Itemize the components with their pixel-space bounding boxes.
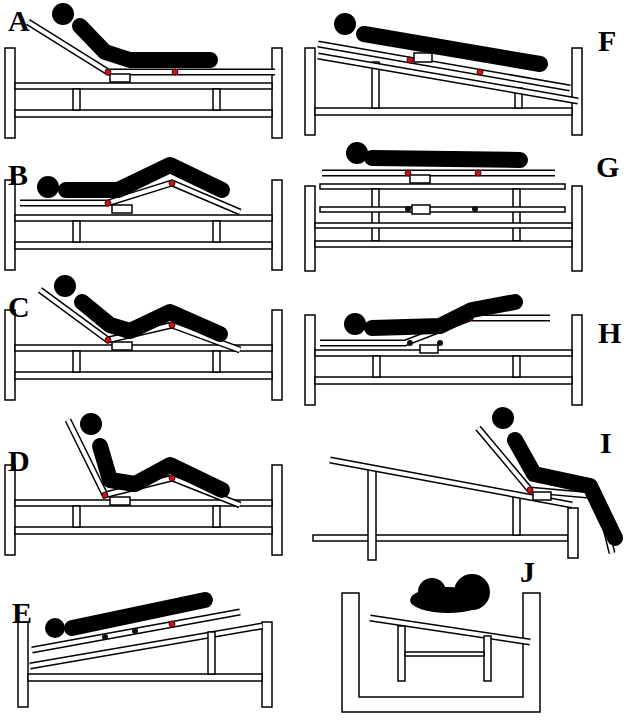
bed-e-part xyxy=(45,618,65,638)
bed-j-part xyxy=(454,574,490,610)
bed-b-part xyxy=(112,205,132,213)
bed-a-part xyxy=(172,69,178,75)
bed-g-part xyxy=(410,175,430,183)
bed-i-part xyxy=(533,492,551,500)
bed-j-part xyxy=(370,618,530,642)
bed-b-part xyxy=(169,180,175,186)
bed-f-part xyxy=(315,108,572,115)
bed-h-part xyxy=(372,302,515,328)
bed-d-part xyxy=(110,497,130,505)
panel-letter: I xyxy=(600,428,612,458)
bed-h-part xyxy=(407,340,413,346)
bed-g-part xyxy=(475,170,481,176)
bed-e-part xyxy=(28,674,262,681)
bed-j-part xyxy=(398,626,405,681)
bed-i xyxy=(313,407,615,560)
bed-j-part xyxy=(484,636,491,681)
bed-g-part xyxy=(572,186,582,271)
bed-j xyxy=(342,574,540,712)
bed-g-part xyxy=(322,170,555,177)
bed-f-part xyxy=(414,53,432,62)
bed-b-part xyxy=(37,176,59,198)
bed-f xyxy=(305,13,582,135)
bed-j-part xyxy=(370,618,530,642)
bed-e xyxy=(18,600,272,707)
bed-g-part xyxy=(320,184,565,189)
panel-letter: E xyxy=(12,598,32,628)
bed-a-part xyxy=(105,69,111,75)
bed-j-part xyxy=(418,578,446,606)
bed-e-part xyxy=(72,600,205,628)
bed-g-part xyxy=(412,205,430,214)
bed-i-part xyxy=(513,496,520,535)
panel-letter: C xyxy=(8,292,30,322)
panel-letter: J xyxy=(520,557,535,587)
bed-g-part xyxy=(315,223,572,228)
bed-i-part xyxy=(368,468,376,560)
bed-g-part xyxy=(472,206,478,212)
bed-c-part xyxy=(82,302,220,334)
bed-e-part xyxy=(262,622,272,707)
bed-a-part xyxy=(52,3,74,25)
bed-c-part xyxy=(40,290,240,350)
bed-d-part xyxy=(169,475,175,481)
bed-d-part xyxy=(100,446,222,490)
bed-g-part xyxy=(322,171,555,175)
bed-a-part xyxy=(110,74,130,82)
bed-f-part xyxy=(477,69,483,75)
bed-g-part xyxy=(372,189,379,241)
bed-a-part xyxy=(28,22,275,72)
bed-c-part xyxy=(112,342,132,350)
bed-g-part xyxy=(320,207,565,212)
bed-i-part xyxy=(492,407,514,429)
bed-f-part xyxy=(572,48,582,135)
bed-d xyxy=(5,413,282,555)
bed-c-part xyxy=(105,337,111,343)
panel-letter: D xyxy=(8,446,30,476)
bed-a xyxy=(5,3,282,138)
bed-h xyxy=(305,302,582,405)
bed-g-part xyxy=(405,206,411,212)
bed-d-part xyxy=(102,492,108,498)
bed-h-part xyxy=(437,340,443,346)
bed-f-part xyxy=(407,57,413,63)
bed-a-part xyxy=(80,26,210,60)
panel-letter: H xyxy=(598,318,621,348)
bed-b-part xyxy=(66,165,222,190)
bed-i-part xyxy=(568,508,578,558)
bed-f-part xyxy=(364,34,540,64)
bed-b-part xyxy=(105,200,111,206)
bed-j-part xyxy=(405,652,484,656)
bed-d-part xyxy=(80,413,102,435)
bed-e-part xyxy=(132,628,138,634)
panel-letter: G xyxy=(596,152,619,182)
bed-g-part xyxy=(305,186,315,271)
bed-c-part xyxy=(169,322,175,328)
bed-c xyxy=(5,275,282,400)
bed-i-part xyxy=(527,487,533,493)
panel-letter: A xyxy=(8,6,30,36)
bed-g xyxy=(305,142,582,271)
bed-h-part xyxy=(420,345,438,353)
bed-g-part xyxy=(315,241,572,247)
panel-letter: B xyxy=(8,160,28,190)
bed-f-part xyxy=(305,48,315,135)
bed-c-part xyxy=(54,275,76,297)
bed-f-part xyxy=(334,13,356,35)
bed-e-part xyxy=(102,634,108,640)
bed-g-part xyxy=(372,158,520,160)
bed-h-part xyxy=(344,313,366,335)
bed-e-part xyxy=(208,632,215,674)
bed-g-part xyxy=(405,170,411,176)
bed-i-part xyxy=(313,535,568,541)
panel-letter: F xyxy=(598,26,616,56)
bed-a-part xyxy=(28,22,275,72)
bed-b xyxy=(5,165,282,270)
bed-c-part xyxy=(40,290,240,350)
bed-e-part xyxy=(18,622,28,707)
bed-e-part xyxy=(169,621,175,627)
bed-g-part xyxy=(513,189,520,241)
